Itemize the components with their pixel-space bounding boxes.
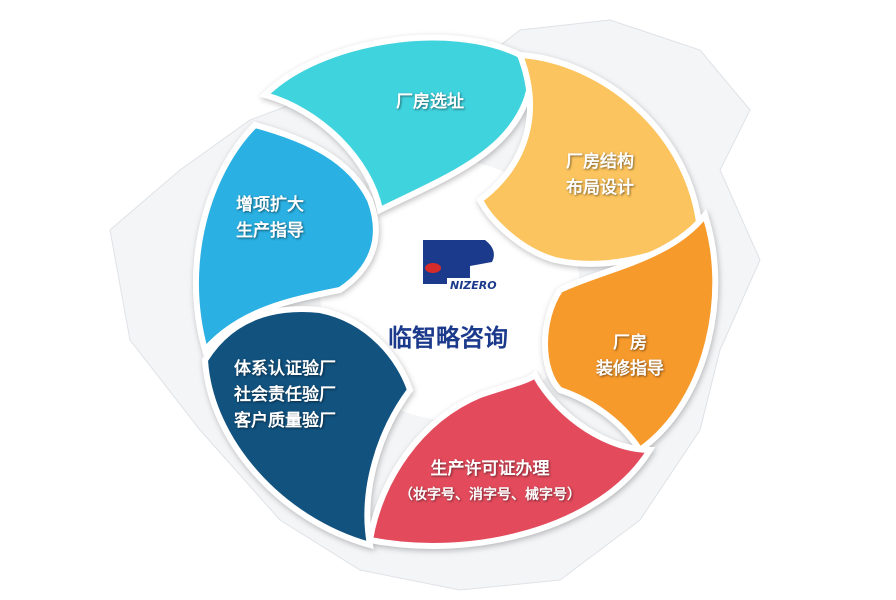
logo-text: NIZERO (450, 279, 497, 292)
label-decoration: 厂房装修指导 (596, 333, 664, 379)
label-certification: 体系认证验厂社会责任验厂客户质量验厂 (234, 359, 336, 431)
label-site-selection: 厂房选址 (396, 92, 464, 112)
segment-certification (201, 306, 414, 550)
label-structure-layout: 厂房结构布局设计 (566, 152, 634, 198)
segment-site-selection (259, 34, 534, 215)
nizero-logo-icon (423, 240, 494, 284)
segment-expansion (192, 121, 379, 357)
segment-structure-layout (476, 51, 704, 267)
brand-name: 临智略咨询 (388, 324, 508, 352)
segment-decoration (542, 208, 719, 455)
label-expansion: 增项扩大生产指导 (236, 195, 304, 241)
segment-license (366, 370, 656, 549)
label-license: 生产许可证办理（妆字号、消字号、械字号） (399, 459, 581, 503)
